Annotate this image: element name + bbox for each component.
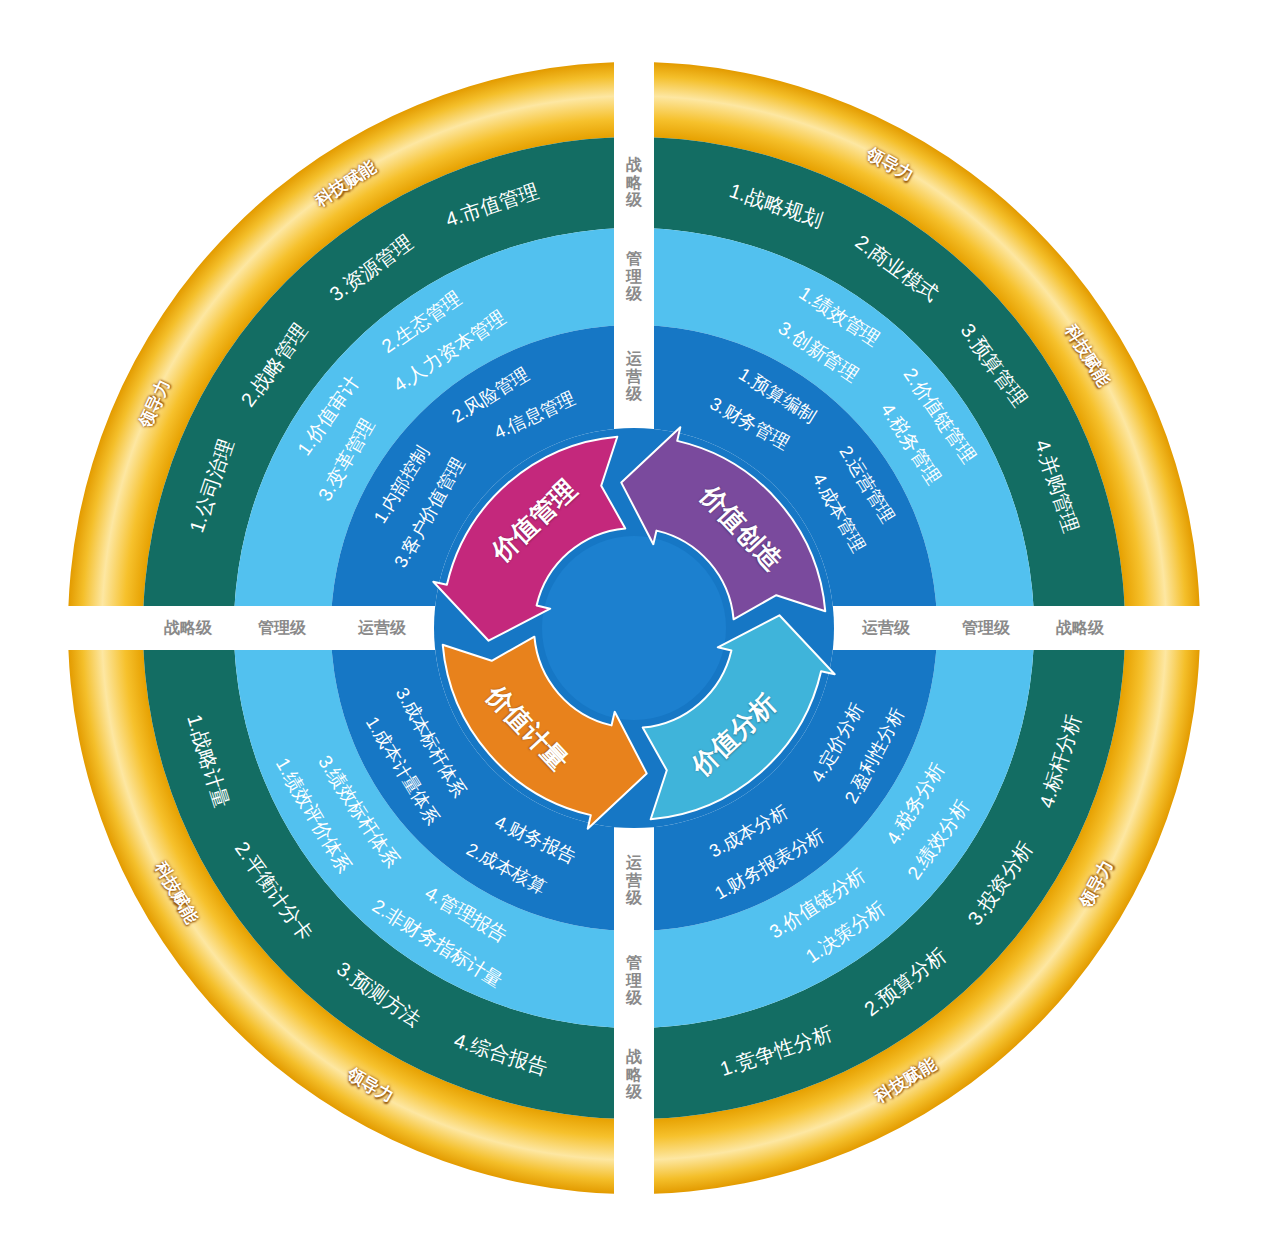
item-text: 2.生态管理 — [377, 287, 465, 358]
item-text: 1.绩效评价体系 — [271, 755, 356, 879]
ring-label: 科技赋能 — [312, 157, 380, 211]
item-text: 1.财务报表分析 — [711, 825, 828, 905]
level-label: 管理级 — [626, 954, 642, 1007]
item-text: 1.竞争性分析 — [717, 1021, 835, 1081]
arrow-label: 价值管理 — [486, 474, 583, 568]
item-text: 3.成本标杆体系 — [391, 684, 470, 802]
item-text: 2.预算分析 — [860, 943, 951, 1021]
item-text: 1.战略计量 — [182, 711, 234, 810]
ring-sector — [654, 137, 1125, 606]
arrow-shape — [433, 437, 625, 641]
item-text: 3.预算管理 — [956, 318, 1032, 410]
item-text: 4.标杆分析 — [1034, 711, 1086, 810]
item-text: 3.客户价值管理 — [391, 454, 470, 572]
item-text: 3.绩效标杆体系 — [312, 751, 403, 872]
item-text: 4.管理报告 — [421, 882, 512, 948]
arrow-shape — [621, 427, 825, 619]
item-text: 3.创新管理 — [773, 317, 862, 387]
ring-sector — [234, 228, 614, 606]
ring-sector — [654, 650, 1034, 1028]
item-text: 2.运营管理 — [834, 442, 898, 527]
ring-sector — [654, 650, 1125, 1119]
ring-label: 领导力 — [135, 377, 175, 432]
item-text: 2.价值链管理 — [898, 363, 980, 467]
level-label: 运营级 — [626, 854, 642, 907]
item-text: 2.商业模式 — [851, 230, 943, 306]
item-text: 1.预算编制 — [735, 364, 820, 428]
item-text: 4.信息管理 — [491, 388, 579, 444]
level-label: 运营级 — [358, 618, 406, 637]
item-text: 3.变革管理 — [314, 415, 380, 506]
item-text: 4.财务报告 — [491, 812, 579, 868]
ring-label: 科技赋能 — [1061, 321, 1114, 390]
ring-sector — [654, 62, 1200, 606]
item-text: 2.绩效分析 — [904, 796, 975, 884]
item-text: 2.盈利性分析 — [841, 704, 909, 807]
ring-label: 领导力 — [1075, 857, 1118, 911]
level-label: 战略级 — [164, 618, 212, 637]
level-label: 战略级 — [626, 156, 642, 209]
item-text: 3.投资分析 — [962, 837, 1037, 930]
ring-sector — [68, 62, 614, 606]
ring-label: 科技赋能 — [872, 1055, 941, 1108]
ring-sector — [143, 137, 614, 606]
item-text: 1.绩效管理 — [794, 283, 883, 353]
item-text: 2.平衡计分卡 — [230, 837, 318, 945]
item-text: 4.成本管理 — [807, 470, 869, 556]
item-text: 4.综合报告 — [452, 1028, 551, 1080]
item-text: 4.人力资本管理 — [390, 306, 511, 397]
item-text: 1.内部控制 — [370, 442, 434, 527]
level-label: 管理级 — [626, 250, 642, 303]
item-text: 4.并购管理 — [1030, 436, 1084, 535]
arrow-label: 价值创造 — [694, 480, 788, 577]
ring-label: 科技赋能 — [150, 858, 202, 927]
item-text: 2.战略管理 — [236, 318, 312, 410]
item-text: 4.定价分析 — [807, 700, 869, 786]
ring-sector — [331, 650, 614, 931]
ring-sector — [654, 228, 1034, 606]
ring-label: 领导力 — [863, 144, 917, 187]
core-disc — [542, 536, 726, 720]
item-text: 1.决策分析 — [802, 898, 890, 969]
ring-label: 领导力 — [342, 1065, 396, 1108]
item-text: 3.价值链分析 — [765, 864, 870, 944]
ring-sector — [234, 650, 614, 1028]
inner-disc — [434, 428, 834, 828]
level-label: 管理级 — [258, 618, 306, 637]
item-text: 2.风险管理 — [448, 364, 533, 428]
level-label: 管理级 — [962, 618, 1010, 637]
ring-sector — [654, 650, 937, 931]
level-label: 战略级 — [626, 1048, 642, 1101]
item-text: 3.预测方法 — [332, 956, 425, 1031]
level-label: 运营级 — [862, 618, 910, 637]
ring-sector — [654, 650, 1200, 1194]
item-text: 1.价值审计 — [293, 371, 364, 459]
arrow-shape — [443, 637, 647, 829]
ring-sector — [654, 325, 937, 606]
item-text: 2.成本核算 — [463, 839, 550, 899]
item-text: 4.市值管理 — [442, 178, 541, 232]
level-label: 运营级 — [626, 350, 642, 403]
level-label: 战略级 — [1056, 618, 1104, 637]
item-text: 3.财务管理 — [706, 393, 792, 455]
arrow-shape — [643, 615, 835, 819]
ring-sector — [68, 650, 614, 1194]
item-text: 2.非财务指标计量 — [368, 895, 506, 993]
arrow-label: 价值分析 — [685, 688, 782, 782]
item-text: 1.成本计量体系 — [360, 713, 443, 829]
item-text: 3.资源管理 — [324, 230, 416, 306]
ring-sector — [143, 650, 614, 1119]
item-text: 4.税务分析 — [882, 759, 950, 849]
ring-sector — [331, 325, 614, 606]
item-text: 4.税务管理 — [876, 400, 946, 489]
item-text: 1.战略规划 — [727, 178, 826, 232]
arrow-label: 价值计量 — [480, 679, 574, 776]
item-text: 1.公司治理 — [184, 436, 238, 535]
item-text: 3.成本分析 — [706, 801, 792, 863]
